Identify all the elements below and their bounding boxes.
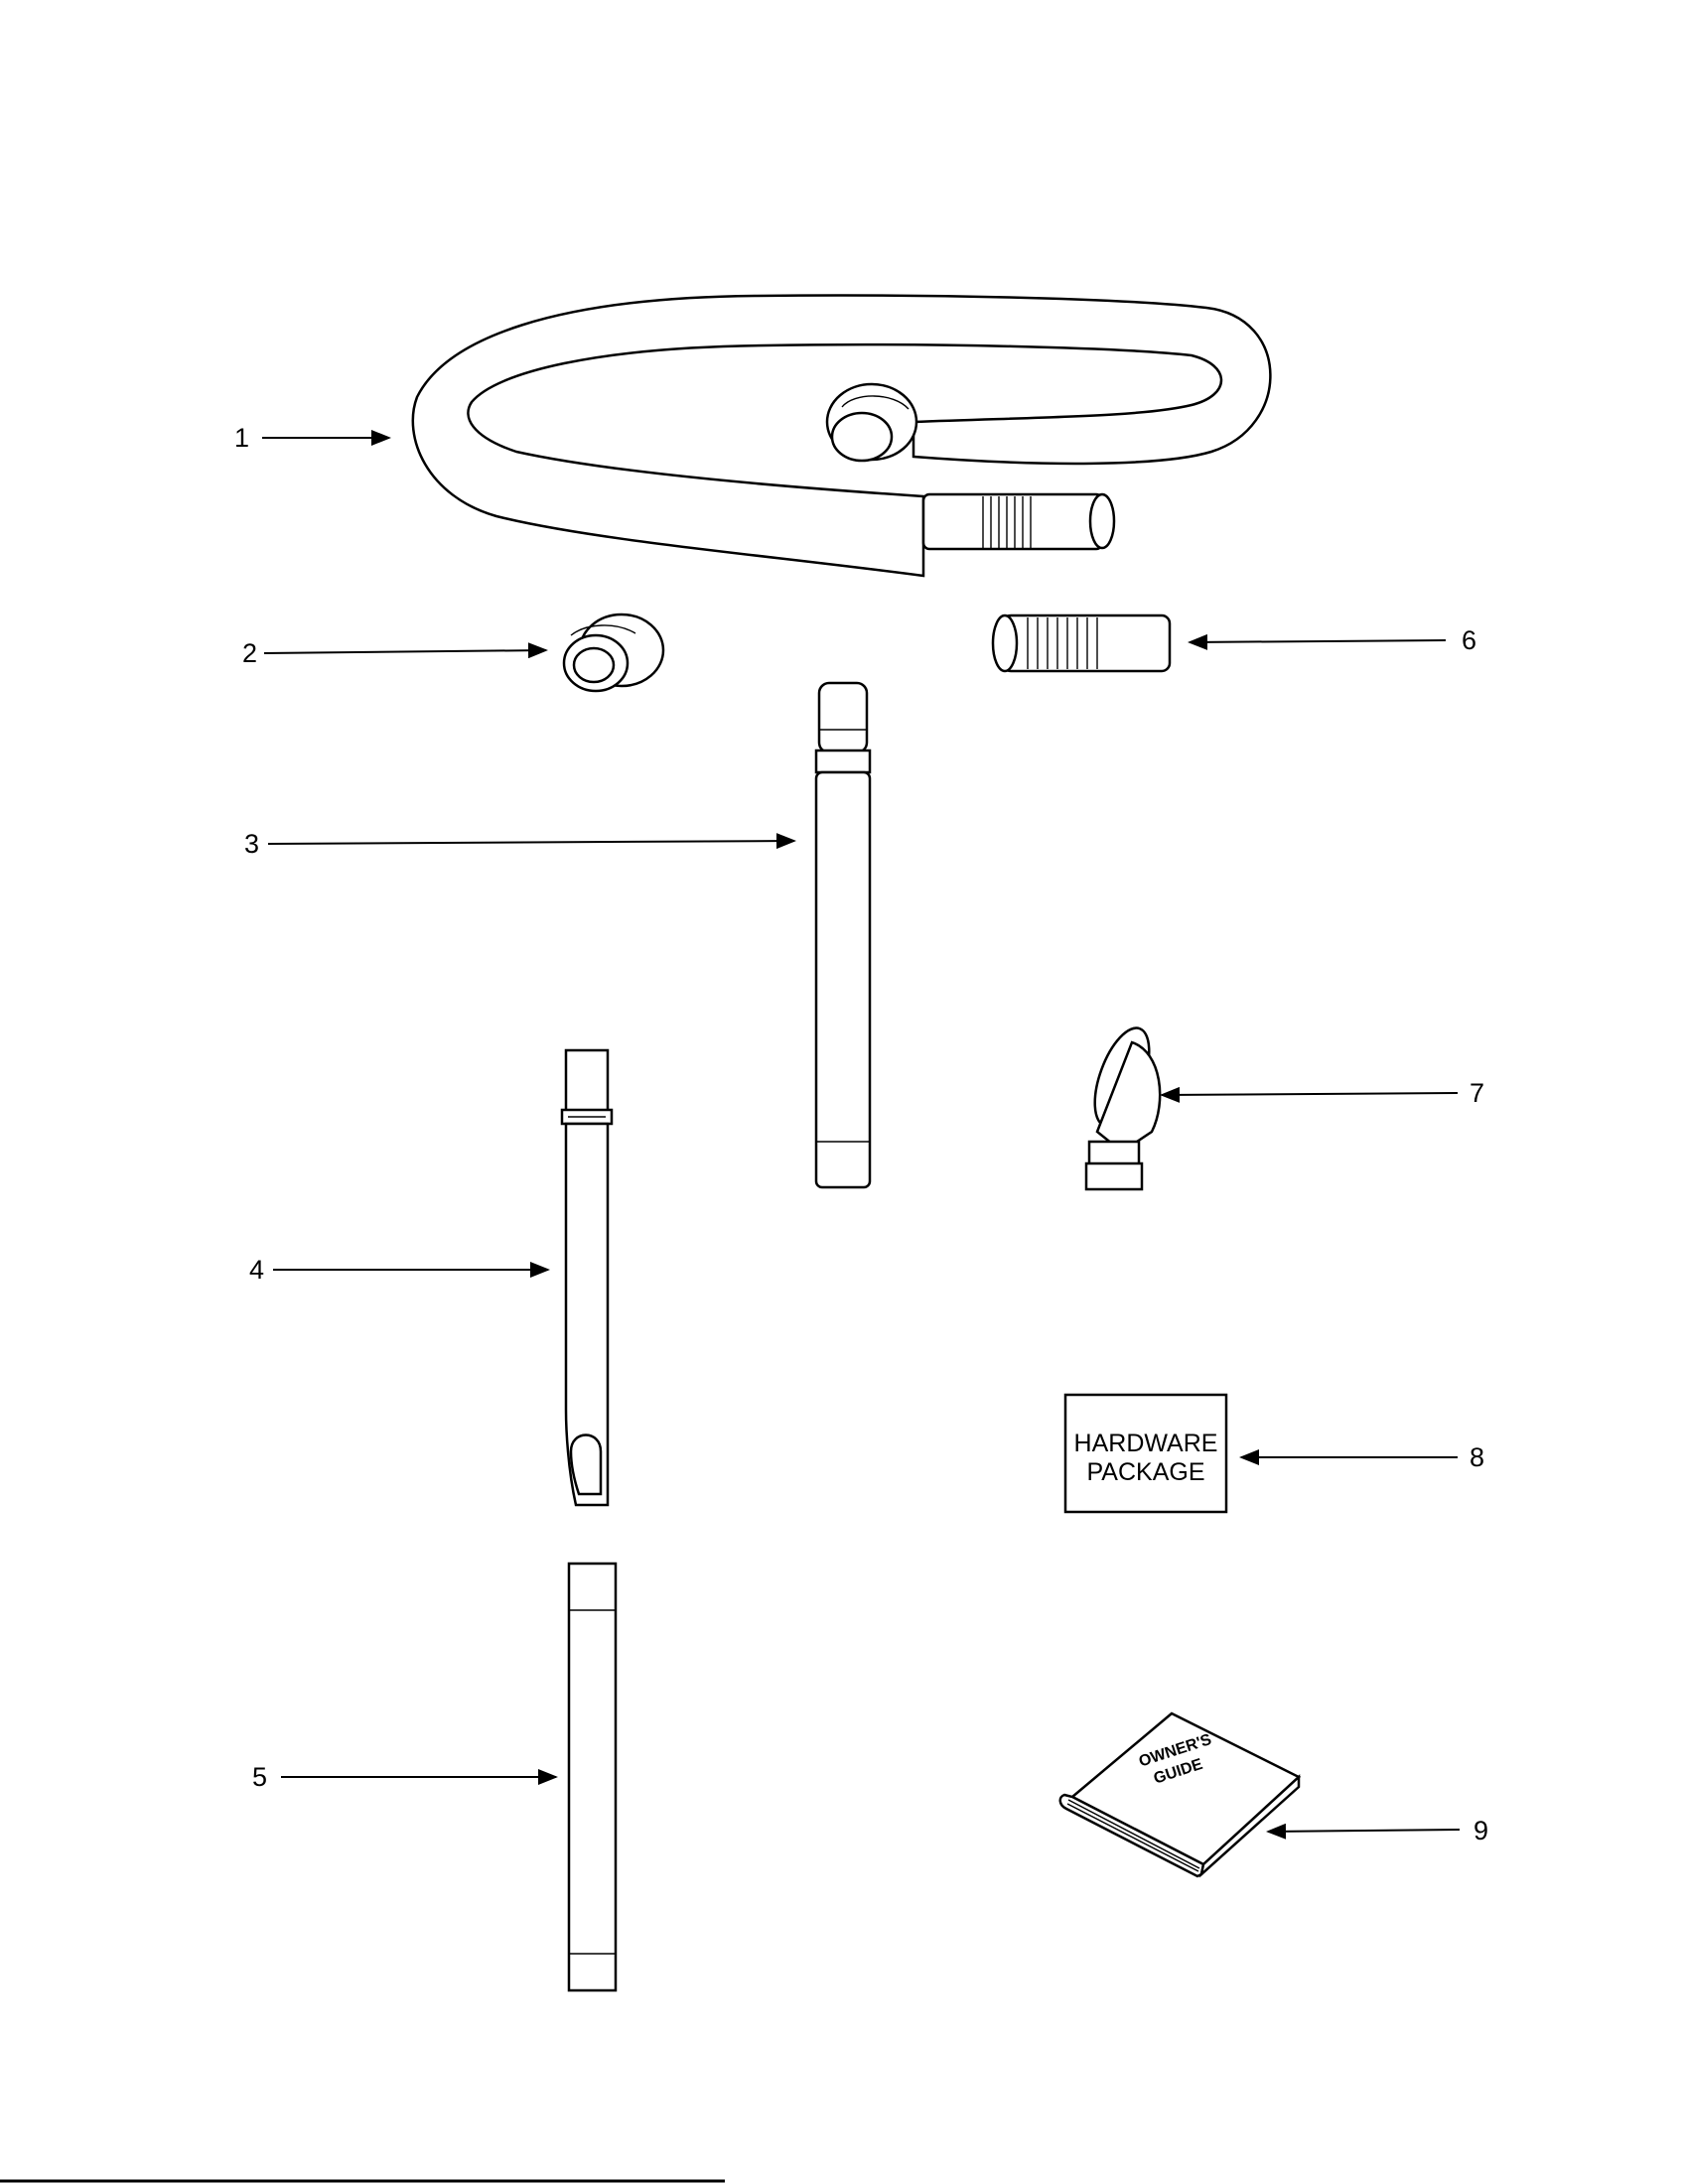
- extension-tube: [567, 1562, 618, 1992]
- callout-9: 9: [1474, 1816, 1488, 1845]
- hose-assembly: [411, 294, 1272, 578]
- hose-connector: [991, 614, 1172, 673]
- owners-guide: OWNER'S GUIDE: [1058, 1711, 1302, 1878]
- callout-7: 7: [1470, 1078, 1484, 1108]
- hardware-package: HARDWARE PACKAGE: [1063, 1393, 1228, 1514]
- hardware-package-line1: HARDWARE: [1074, 1430, 1218, 1457]
- crevice-tool: [560, 1048, 614, 1507]
- callout-1: 1: [234, 423, 249, 453]
- callout-5: 5: [252, 1762, 267, 1792]
- callout-4: 4: [249, 1255, 264, 1285]
- dusting-brush: [1084, 1026, 1162, 1191]
- callout-6: 6: [1462, 625, 1476, 655]
- extension-wand: [814, 681, 872, 1189]
- swivel-cuff: [562, 613, 665, 693]
- callout-8: 8: [1470, 1442, 1484, 1472]
- callout-2: 2: [242, 638, 257, 668]
- hardware-package-line2: PACKAGE: [1086, 1458, 1204, 1486]
- callout-3: 3: [244, 829, 259, 859]
